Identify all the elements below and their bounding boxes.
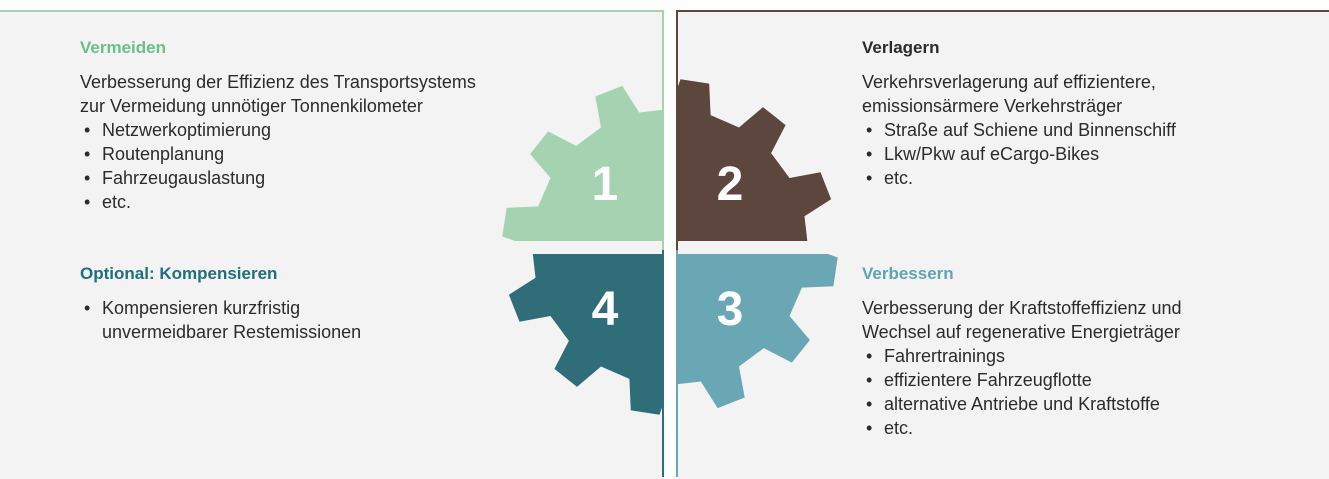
- section-kompensieren: Optional: Kompensieren Kompensieren kurz…: [80, 262, 540, 344]
- list-verbessern: Fahrertrainings effizientere Fahrzeugflo…: [862, 344, 1322, 440]
- heading-verlagern: Verlagern: [862, 38, 940, 57]
- list-item: Fahrzeugauslastung: [80, 166, 640, 190]
- section-vermeiden: Vermeiden Verbesserung der Effizienz des…: [80, 36, 640, 214]
- list-item: alternative Antriebe und Kraftstoffe: [862, 392, 1322, 416]
- list-item: Fahrertrainings: [862, 344, 1322, 368]
- list-item: Netzwerkoptimierung: [80, 118, 640, 142]
- gear-shape-3: [677, 254, 838, 409]
- list-item: etc.: [80, 190, 640, 214]
- section-verlagern: Verlagern Verkehrsverlagerung auf effizi…: [862, 36, 1322, 190]
- heading-kompensieren: Optional: Kompensieren: [80, 264, 278, 283]
- list-item: etc.: [862, 416, 1322, 440]
- list-item: Routenplanung: [80, 142, 640, 166]
- gear-segment-verbessern: [677, 254, 838, 409]
- list-item: Straße auf Schiene und Binnenschiff: [862, 118, 1322, 142]
- list-item: Lkw/Pkw auf eCargo-Bikes: [862, 142, 1322, 166]
- desc-line: zur Vermeidung unnötiger Tonnenkilometer: [80, 96, 423, 116]
- desc-line: Verkehrsverlagerung auf effizientere,: [862, 72, 1156, 92]
- heading-vermeiden: Vermeiden: [80, 38, 166, 57]
- list-item: effizientere Fahrzeugflotte: [862, 368, 1322, 392]
- gear-shape-4: [508, 254, 663, 415]
- gear-segment-kompensieren: [508, 254, 663, 415]
- list-kompensieren: Kompensieren kurzfristig unvermeidbarer …: [80, 296, 540, 344]
- gear-segment-verlagern: [677, 79, 832, 241]
- section-verbessern: Verbessern Verbesserung der Kraftstoffef…: [862, 262, 1322, 440]
- gear-number-3: 3: [717, 283, 744, 336]
- divider-left-upper: [662, 10, 664, 477]
- list-item: Kompensieren kurzfristig unvermeidbarer …: [80, 296, 402, 344]
- left-panel: [0, 10, 662, 479]
- desc-verbessern: Verbesserung der Kraftstoffeffizienz und…: [862, 296, 1322, 344]
- gear-shape-2: [677, 79, 832, 241]
- desc-verlagern: Verkehrsverlagerung auf effizientere, em…: [862, 70, 1322, 118]
- gear-number-4: 4: [592, 283, 619, 336]
- gear-number-2: 2: [717, 158, 744, 211]
- list-vermeiden: Netzwerkoptimierung Routenplanung Fahrze…: [80, 118, 640, 214]
- desc-vermeiden: Verbesserung der Effizienz des Transport…: [80, 70, 640, 118]
- list-item: etc.: [862, 166, 1322, 190]
- divider-right-upper: [676, 10, 678, 477]
- heading-verbessern: Verbessern: [862, 264, 954, 283]
- desc-line: Verbesserung der Kraftstoffeffizienz und: [862, 298, 1182, 318]
- desc-line: Wechsel auf regenerative Energieträger: [862, 322, 1180, 342]
- list-verlagern: Straße auf Schiene und Binnenschiff Lkw/…: [862, 118, 1322, 190]
- desc-line: emissionsärmere Verkehrsträger: [862, 96, 1123, 116]
- desc-line: Verbesserung der Effizienz des Transport…: [80, 72, 476, 92]
